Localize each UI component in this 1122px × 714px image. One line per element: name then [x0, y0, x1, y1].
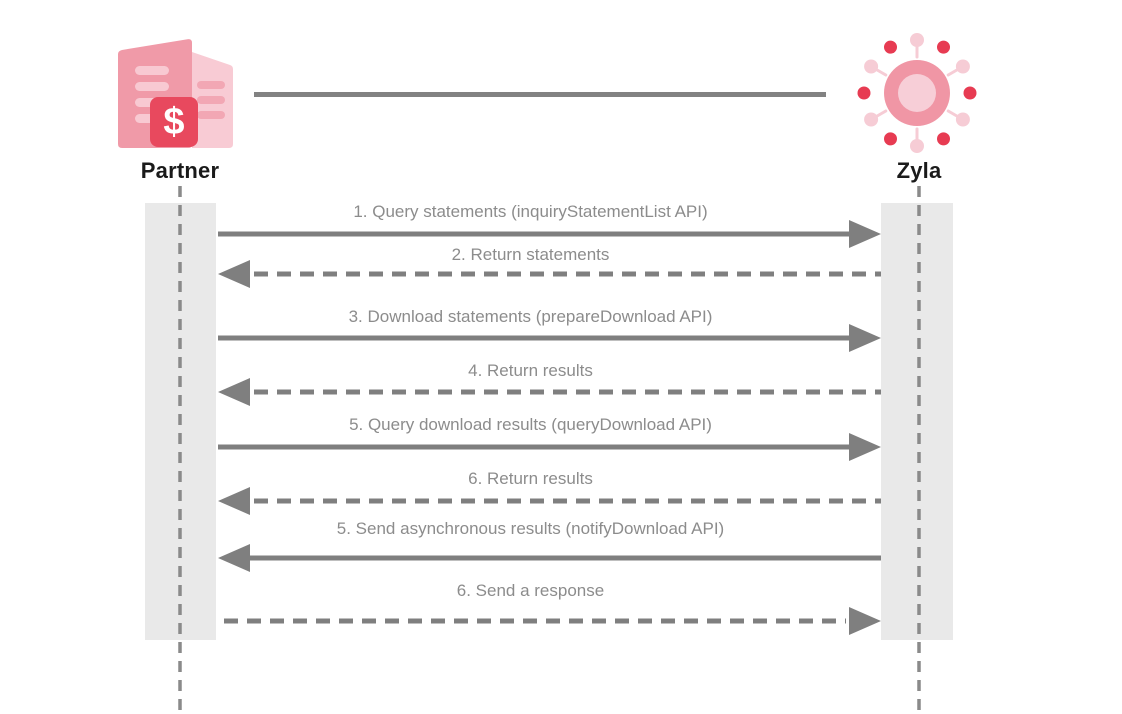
actor-label-zyla: Zyla — [896, 158, 942, 183]
zyla-api-hub-icon — [857, 33, 977, 153]
message-arrow-solid-right — [218, 220, 881, 248]
actor-label-partner: Partner — [140, 158, 220, 183]
message-label: 6. Send a response — [456, 581, 605, 600]
partner-building-dollar-icon: $ — [118, 39, 233, 148]
message-arrow-dashed-left — [218, 487, 881, 515]
message-label: 4. Return results — [468, 361, 593, 380]
message-label: 1. Query statements (inquiryStatementLis… — [353, 202, 708, 221]
message-label: 5. Query download results (queryDownload… — [349, 415, 712, 434]
message-label: 5. Send asynchronous results (notifyDown… — [336, 519, 725, 538]
dollar-sign: $ — [163, 101, 184, 143]
lifeline-zyla — [917, 186, 921, 714]
message-arrow-solid-left — [218, 544, 881, 572]
activation-bar-zyla — [881, 203, 953, 640]
message-label: 2. Return statements — [451, 245, 610, 264]
message-arrow-solid-right — [218, 324, 881, 352]
message-label: 3. Download statements (prepareDownload … — [348, 307, 713, 326]
actor-connector-line — [254, 92, 826, 97]
message-arrow-dashed-left — [218, 260, 881, 288]
lifeline-partner — [178, 186, 182, 714]
message-arrow-solid-right — [218, 433, 881, 461]
message-arrow-dashed-left — [218, 378, 881, 406]
message-arrow-dashed-right — [224, 607, 881, 635]
dollar-badge-icon: $ — [150, 97, 198, 147]
message-label: 6. Return results — [468, 469, 593, 488]
